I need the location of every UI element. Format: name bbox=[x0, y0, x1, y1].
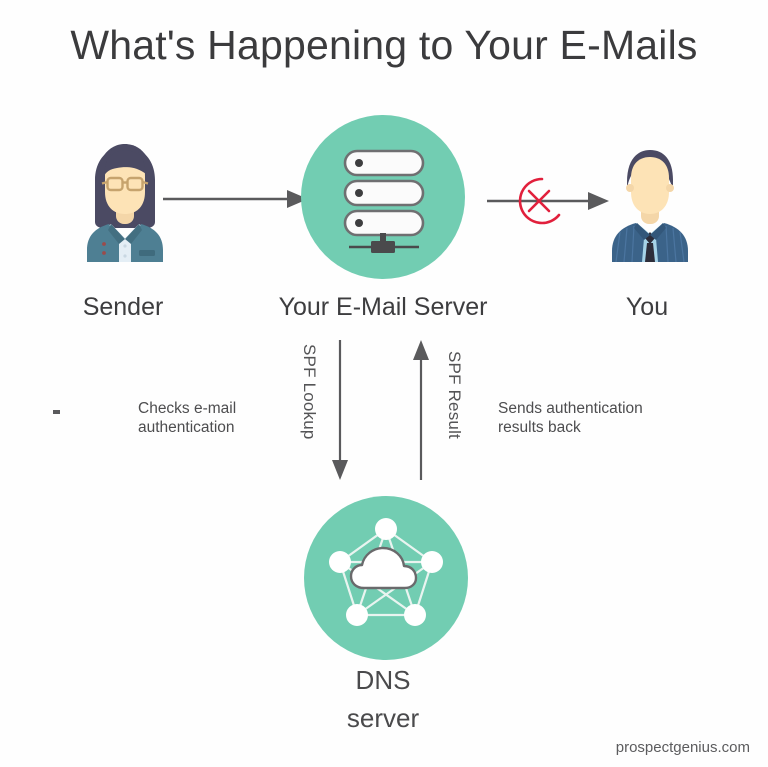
arrow-down-icon bbox=[325, 340, 355, 480]
woman-avatar-icon bbox=[75, 140, 175, 262]
sends-line-2: results back bbox=[498, 419, 581, 436]
dns-label-line-1: DNS bbox=[355, 665, 411, 695]
sends-line-1: Sends authentication bbox=[498, 400, 643, 417]
recipient-label: You bbox=[625, 293, 669, 321]
checks-description: Checks e-mail authentication bbox=[138, 399, 308, 437]
arrow-right-icon bbox=[163, 182, 308, 216]
dns-server-circle bbox=[304, 496, 468, 660]
stray-mark bbox=[53, 410, 60, 414]
mail-server-label: Your E-Mail Server bbox=[278, 293, 488, 321]
mail-server-circle bbox=[301, 115, 465, 279]
arrow-right-blocked-icon bbox=[487, 168, 609, 234]
checks-line-2: authentication bbox=[138, 419, 235, 436]
dns-server-label: DNS server bbox=[283, 661, 483, 737]
dns-label-line-2: server bbox=[346, 703, 420, 733]
footer-attribution: prospectgenius.com bbox=[615, 739, 750, 756]
page-title: What's Happening to Your E-Mails bbox=[70, 22, 698, 68]
checks-line-1: Checks e-mail bbox=[138, 400, 237, 417]
server-rack-icon bbox=[343, 149, 425, 253]
arrow-up-icon bbox=[406, 340, 436, 480]
spf-result-label: SPF Result bbox=[445, 351, 464, 439]
man-avatar-icon bbox=[600, 140, 700, 263]
circle-x-icon bbox=[518, 177, 561, 225]
sender-label: Sender bbox=[82, 293, 164, 321]
dns-network-cloud-icon bbox=[329, 518, 443, 626]
sends-description: Sends authentication results back bbox=[498, 399, 698, 437]
spf-lookup-label: SPF Lookup bbox=[300, 344, 319, 440]
